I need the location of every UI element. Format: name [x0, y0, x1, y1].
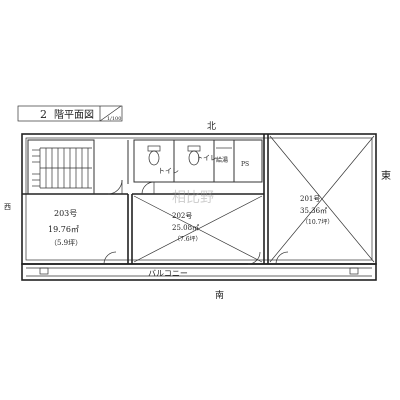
room-202-area: 25.08㎡ — [172, 224, 199, 232]
room-201-name: 201号 — [300, 195, 320, 203]
scale-label: 1/100 — [107, 116, 121, 122]
room-203-area: 19.76㎡ — [48, 225, 79, 234]
toilet-1-label: トイレ — [158, 167, 179, 175]
room-202-tsubo: （7.6坪） — [174, 235, 202, 243]
kyuto-label: 給湯 — [216, 156, 228, 164]
room-201-tsubo: （10.7坪） — [302, 218, 333, 226]
floor-number: 2 — [40, 108, 47, 121]
balcony-label: バルコニー — [148, 269, 188, 278]
room-202: 202号 25.08㎡ （7.6坪） — [172, 212, 202, 243]
room-203-tsubo: （5.9坪） — [50, 239, 82, 247]
room-203: 203号 19.76㎡ （5.9坪） — [48, 209, 82, 247]
west-label: 西 — [4, 203, 11, 211]
room-203-name: 203号 — [54, 209, 77, 218]
wet-area: トイレ トイレ 給湯 PS — [133, 139, 263, 183]
watermark: 相比野 — [172, 190, 214, 206]
room-201-diagonals — [269, 135, 375, 263]
toilet-2-label: トイレ — [196, 154, 217, 162]
east-label: 東 — [381, 169, 391, 182]
staircase — [27, 139, 95, 195]
building-outline — [21, 133, 377, 281]
title-box: 2 階平面図 1/100 — [17, 105, 123, 122]
interior-walls — [22, 134, 289, 265]
north-label: 北 — [207, 121, 216, 132]
room-202-name: 202号 — [172, 212, 192, 220]
south-label: 南 — [215, 289, 224, 301]
plan-title: 階平面図 — [54, 109, 94, 121]
room-201-area: 35.36㎡ — [300, 207, 327, 215]
room-202-diagonals — [133, 195, 263, 263]
ps-label: PS — [241, 161, 249, 168]
room-201: 201号 35.36㎡ （10.7坪） — [300, 195, 333, 226]
